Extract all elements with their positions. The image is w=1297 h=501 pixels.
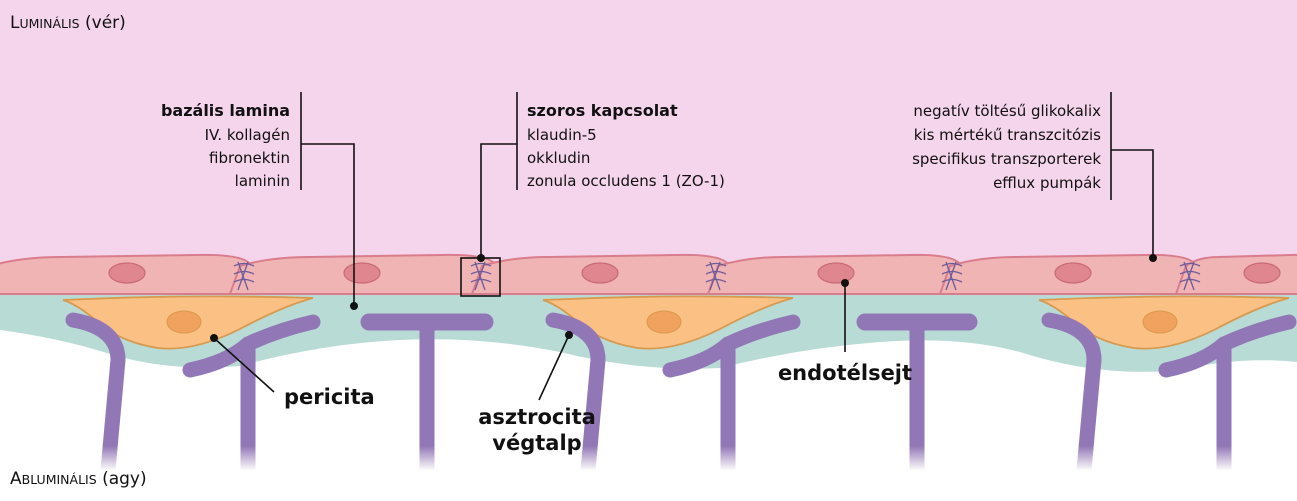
basal-lamina-title: bazális lamina xyxy=(161,101,290,120)
endothelial-nucleus xyxy=(817,262,855,284)
endfoot-pad xyxy=(1216,314,1297,352)
endothelial-nucleus xyxy=(1054,262,1092,284)
pericyte-nucleus xyxy=(646,310,682,334)
endothelial-cell-label: endotélsejt xyxy=(778,361,912,385)
endothelial-nucleus xyxy=(343,262,381,284)
bottom-fade xyxy=(0,446,1297,501)
astrocyte-endfoot xyxy=(545,312,606,478)
junction-strand xyxy=(1183,261,1195,291)
astrocyte-label: asztrocita xyxy=(478,405,596,429)
pericyte-leader xyxy=(213,337,275,393)
astrocyte-endfoot xyxy=(65,312,126,478)
tight-junction-mark xyxy=(233,261,255,291)
tight-junction-item: okkludin xyxy=(527,149,590,167)
tight-junction-item: klaudin-5 xyxy=(527,126,597,144)
property-item: specifikus transzporterek xyxy=(912,150,1101,168)
tight-junction-mark xyxy=(470,261,492,291)
astrocyte-layer xyxy=(65,312,1297,478)
properties-pointer xyxy=(1149,254,1157,262)
junction-strand xyxy=(1179,262,1201,267)
astrocyte-callout: asztrocita végtalp xyxy=(478,331,596,455)
property-item: kis mértékű transzcitózis xyxy=(914,126,1101,144)
endothelial-nucleus xyxy=(581,262,619,284)
endothelial-cell-callout: endotélsejt xyxy=(778,279,912,385)
junction-strand xyxy=(470,262,492,267)
tight-junction-callout: szoros kapcsolat klaudin-5 okkludin zonu… xyxy=(460,92,725,297)
basal-lamina-callout: bazális lamina IV. kollagén fibronektin … xyxy=(161,92,358,310)
astrocyte-endfoot xyxy=(1041,312,1102,478)
basal-lamina-item: IV. kollagén xyxy=(205,126,290,144)
pericyte-callout: pericita xyxy=(210,334,375,409)
basal-lamina-pointer xyxy=(350,302,358,310)
endfoot-process xyxy=(65,312,126,478)
properties-leader xyxy=(1111,149,1154,258)
junction-strand xyxy=(474,261,486,291)
basal-lamina-item: laminin xyxy=(235,172,290,190)
astrocyte-endfoot xyxy=(856,313,978,470)
luminal-region xyxy=(0,0,1297,292)
pericyte-nucleus xyxy=(166,310,202,334)
tight-junction-title: szoros kapcsolat xyxy=(527,101,678,120)
basal-lamina-item: fibronektin xyxy=(209,149,290,167)
endothelial-layer xyxy=(0,253,1297,295)
pericyte-label: pericita xyxy=(284,385,375,409)
pericyte-nucleus xyxy=(1142,310,1178,334)
luminal-label: LUMINÁLIS (vér) xyxy=(10,13,126,33)
junction-strand xyxy=(941,262,963,267)
endfoot-process xyxy=(1041,312,1102,478)
tight-junction-highlight-box xyxy=(460,257,501,297)
property-item: efflux pumpák xyxy=(993,174,1101,192)
tight-junction-mark xyxy=(941,261,963,291)
endfoot-pad xyxy=(720,314,801,352)
junction-strand xyxy=(233,262,255,267)
junction-strand xyxy=(705,262,727,267)
endothelial-nucleus xyxy=(108,262,146,284)
tight-junction-leader xyxy=(480,143,517,258)
astrocyte-pointer xyxy=(565,331,573,339)
property-item: negatív töltésű glikokalix xyxy=(913,102,1101,120)
endfoot-pad xyxy=(240,314,321,352)
endothelial-nucleus xyxy=(1243,262,1281,284)
junction-strand xyxy=(237,261,249,291)
endfoot-process xyxy=(545,312,606,478)
junction-strand xyxy=(709,261,721,291)
endothelial-properties-callout: negatív töltésű glikokalix kis mértékű t… xyxy=(912,92,1157,262)
tight-junction-mark xyxy=(705,261,727,291)
pericyte-pointer xyxy=(210,334,218,342)
abluminal-label: ABLUMINÁLIS (agy) xyxy=(10,469,147,489)
astrocyte-leader xyxy=(538,334,570,401)
endothelial-pointer xyxy=(841,279,849,287)
astrocyte-label: végtalp xyxy=(492,431,581,455)
astrocyte-endfoot xyxy=(360,313,494,470)
junction-strand xyxy=(945,261,957,291)
tight-junction-item: zonula occludens 1 (ZO-1) xyxy=(527,172,725,190)
tight-junction-mark xyxy=(1179,261,1201,291)
basal-lamina-leader xyxy=(301,143,355,306)
